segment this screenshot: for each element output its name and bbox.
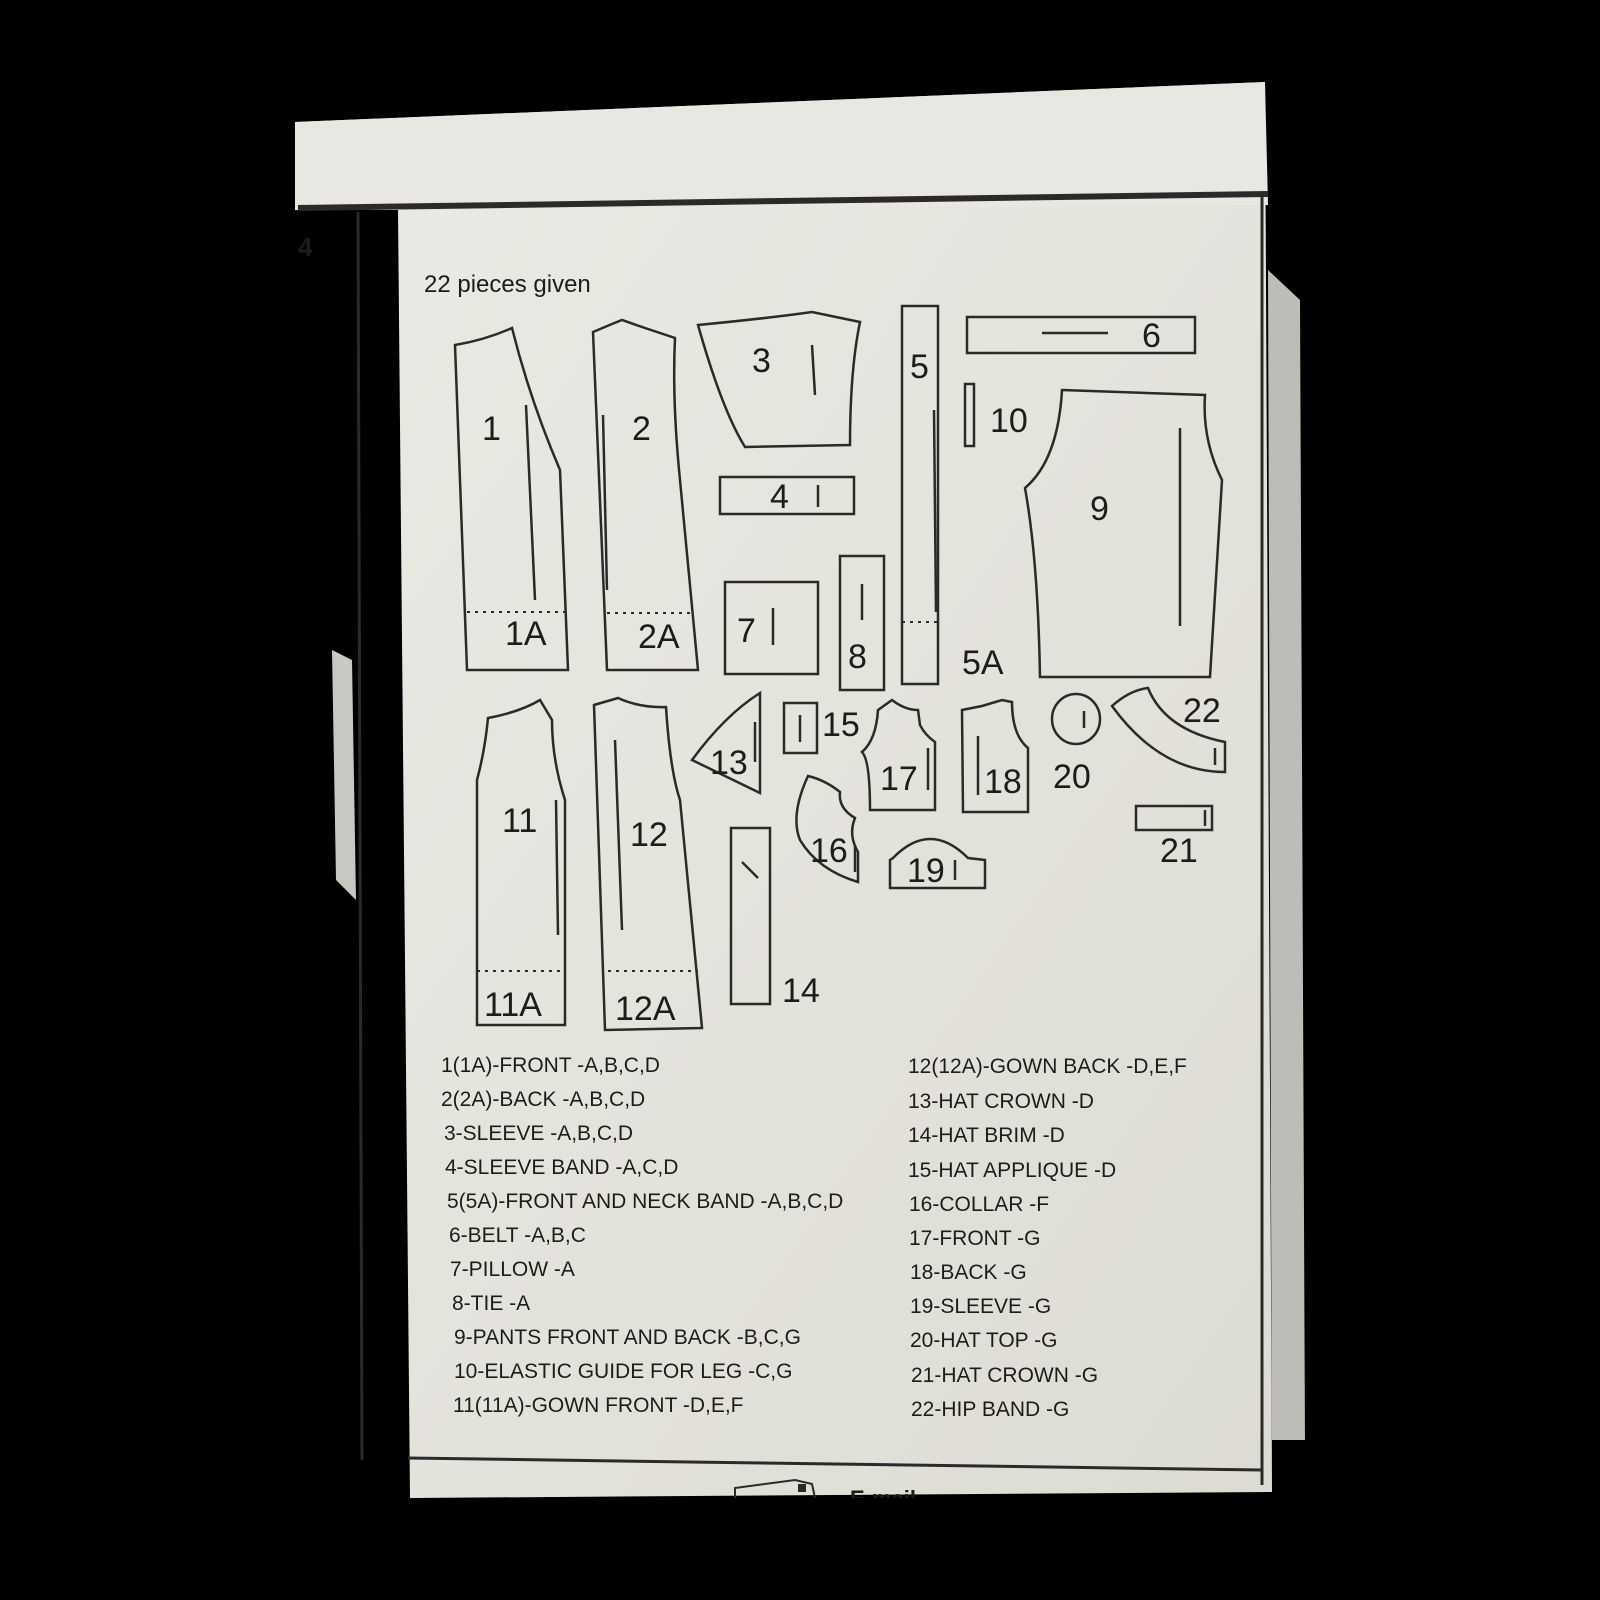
legend-item: 6-BELT -A,B,C <box>449 1224 586 1247</box>
piece-11a-label: 11A <box>484 986 542 1024</box>
legend-item: 18-BACK -G <box>910 1261 1027 1284</box>
piece-14-hat-brim: 14 <box>729 826 820 1010</box>
piece-16-label: 16 <box>810 832 848 870</box>
piece-21-label: 21 <box>1160 832 1198 870</box>
legend-item: 8-TIE -A <box>452 1292 530 1315</box>
sheet-border <box>297 191 1269 1485</box>
piece-7-label: 7 <box>737 612 756 650</box>
page-corner-number: 4 <box>298 232 313 262</box>
piece-1a-label: 1A <box>505 615 547 653</box>
piece-1-front: 1 1A <box>453 326 570 672</box>
legend-item: 1(1A)-FRONT -A,B,C,D <box>441 1054 660 1077</box>
piece-12-gown-back: 12 12A <box>592 696 704 1032</box>
piece-21-hat-crown: 21 <box>1134 804 1214 870</box>
piece-13-label: 13 <box>710 744 748 782</box>
piece-8-label: 8 <box>848 638 867 676</box>
piece-19-label: 19 <box>907 852 945 890</box>
piece-3-label: 3 <box>752 342 771 380</box>
piece-12-label: 12 <box>630 816 668 854</box>
legend-item: 3-SLEEVE -A,B,C,D <box>444 1122 633 1145</box>
piece-4-sleeve-band: 4 <box>718 475 856 516</box>
legend-item: 22-HIP BAND -G <box>911 1398 1069 1421</box>
piece-3-sleeve: 3 <box>696 310 862 449</box>
legend-item: 9-PANTS FRONT AND BACK -B,C,G <box>454 1326 801 1349</box>
piece-17-label: 17 <box>880 760 918 798</box>
piece-6-belt: 6 <box>965 315 1197 355</box>
legend-item: 16-COLLAR -F <box>909 1193 1049 1216</box>
piece-9-pants: 9 <box>1023 388 1224 679</box>
piece-5-front-neck-band: 5 5A <box>900 304 1004 686</box>
legend-item: 21-HAT CROWN -G <box>911 1364 1098 1387</box>
piece-15-label: 15 <box>822 706 860 744</box>
legend-item: 7-PILLOW -A <box>450 1258 575 1281</box>
piece-9-label: 9 <box>1090 490 1109 528</box>
legend-item: 4-SLEEVE BAND -A,C,D <box>445 1156 678 1179</box>
piece-15-hat-applique: 15 <box>782 701 860 755</box>
legend-item: 5(5A)-FRONT AND NECK BAND -A,B,C,D <box>447 1190 843 1213</box>
piece-5-label: 5 <box>910 348 929 386</box>
piece-4-label: 4 <box>770 478 789 516</box>
piece-6-label: 6 <box>1142 317 1161 355</box>
piece-16-collar: 16 <box>795 774 860 884</box>
legend-left-column: 1(1A)-FRONT -A,B,C,D 2(2A)-BACK -A,B,C,D… <box>441 1054 843 1417</box>
piece-19-sleeve: 19 <box>888 837 987 890</box>
legend-item: 13-HAT CROWN -D <box>908 1090 1094 1113</box>
legend-item: 14-HAT BRIM -D <box>908 1124 1065 1147</box>
piece-20-hat-top: 20 <box>1050 692 1102 796</box>
legend-item: 20-HAT TOP -G <box>910 1329 1057 1352</box>
legend-item: 15-HAT APPLIQUE -D <box>908 1159 1116 1182</box>
piece-10-label: 10 <box>990 402 1028 440</box>
piece-11-gown-front: 11 11A <box>475 698 567 1027</box>
piece-20-label: 20 <box>1053 758 1091 796</box>
piece-10-elastic-guide: 10 <box>963 382 1028 448</box>
piece-7-pillow: 7 <box>723 580 820 676</box>
pattern-sheet <box>295 82 1272 1498</box>
legend-item: 17-FRONT -G <box>909 1227 1040 1250</box>
pieces-given-caption: 22 pieces given <box>424 271 591 298</box>
piece-22-label: 22 <box>1183 692 1221 730</box>
piece-14-label: 14 <box>782 972 820 1010</box>
legend-item: 10-ELASTIC GUIDE FOR LEG -C,G <box>454 1360 792 1383</box>
piece-22-hip-band: 22 <box>1110 686 1227 774</box>
legend-item: 2(2A)-BACK -A,B,C,D <box>441 1088 645 1111</box>
piece-12a-label: 12A <box>615 990 676 1028</box>
legend-right-column: 12(12A)-GOWN BACK -D,E,F 13-HAT CROWN -D… <box>908 1055 1187 1421</box>
piece-18-label: 18 <box>984 763 1022 801</box>
piece-2a-label: 2A <box>638 618 680 656</box>
piece-11-label: 11 <box>502 802 537 840</box>
envelope-side-pages <box>332 270 1305 1490</box>
piece-5a-label: 5A <box>962 644 1004 682</box>
piece-1-label: 1 <box>482 410 501 448</box>
legend-item: 12(12A)-GOWN BACK -D,E,F <box>908 1055 1187 1078</box>
piece-18-back: 18 <box>960 698 1030 814</box>
legend-item: 19-SLEEVE -G <box>910 1295 1051 1318</box>
piece-17-front: 17 <box>860 698 937 812</box>
piece-2-label: 2 <box>632 410 651 448</box>
piece-8-tie: 8 <box>838 554 886 692</box>
piece-13-hat-crown: 13 <box>690 690 762 795</box>
legend-item: 11(11A)-GOWN FRONT -D,E,F <box>453 1394 744 1417</box>
piece-2-back: 2 2A <box>591 318 700 672</box>
